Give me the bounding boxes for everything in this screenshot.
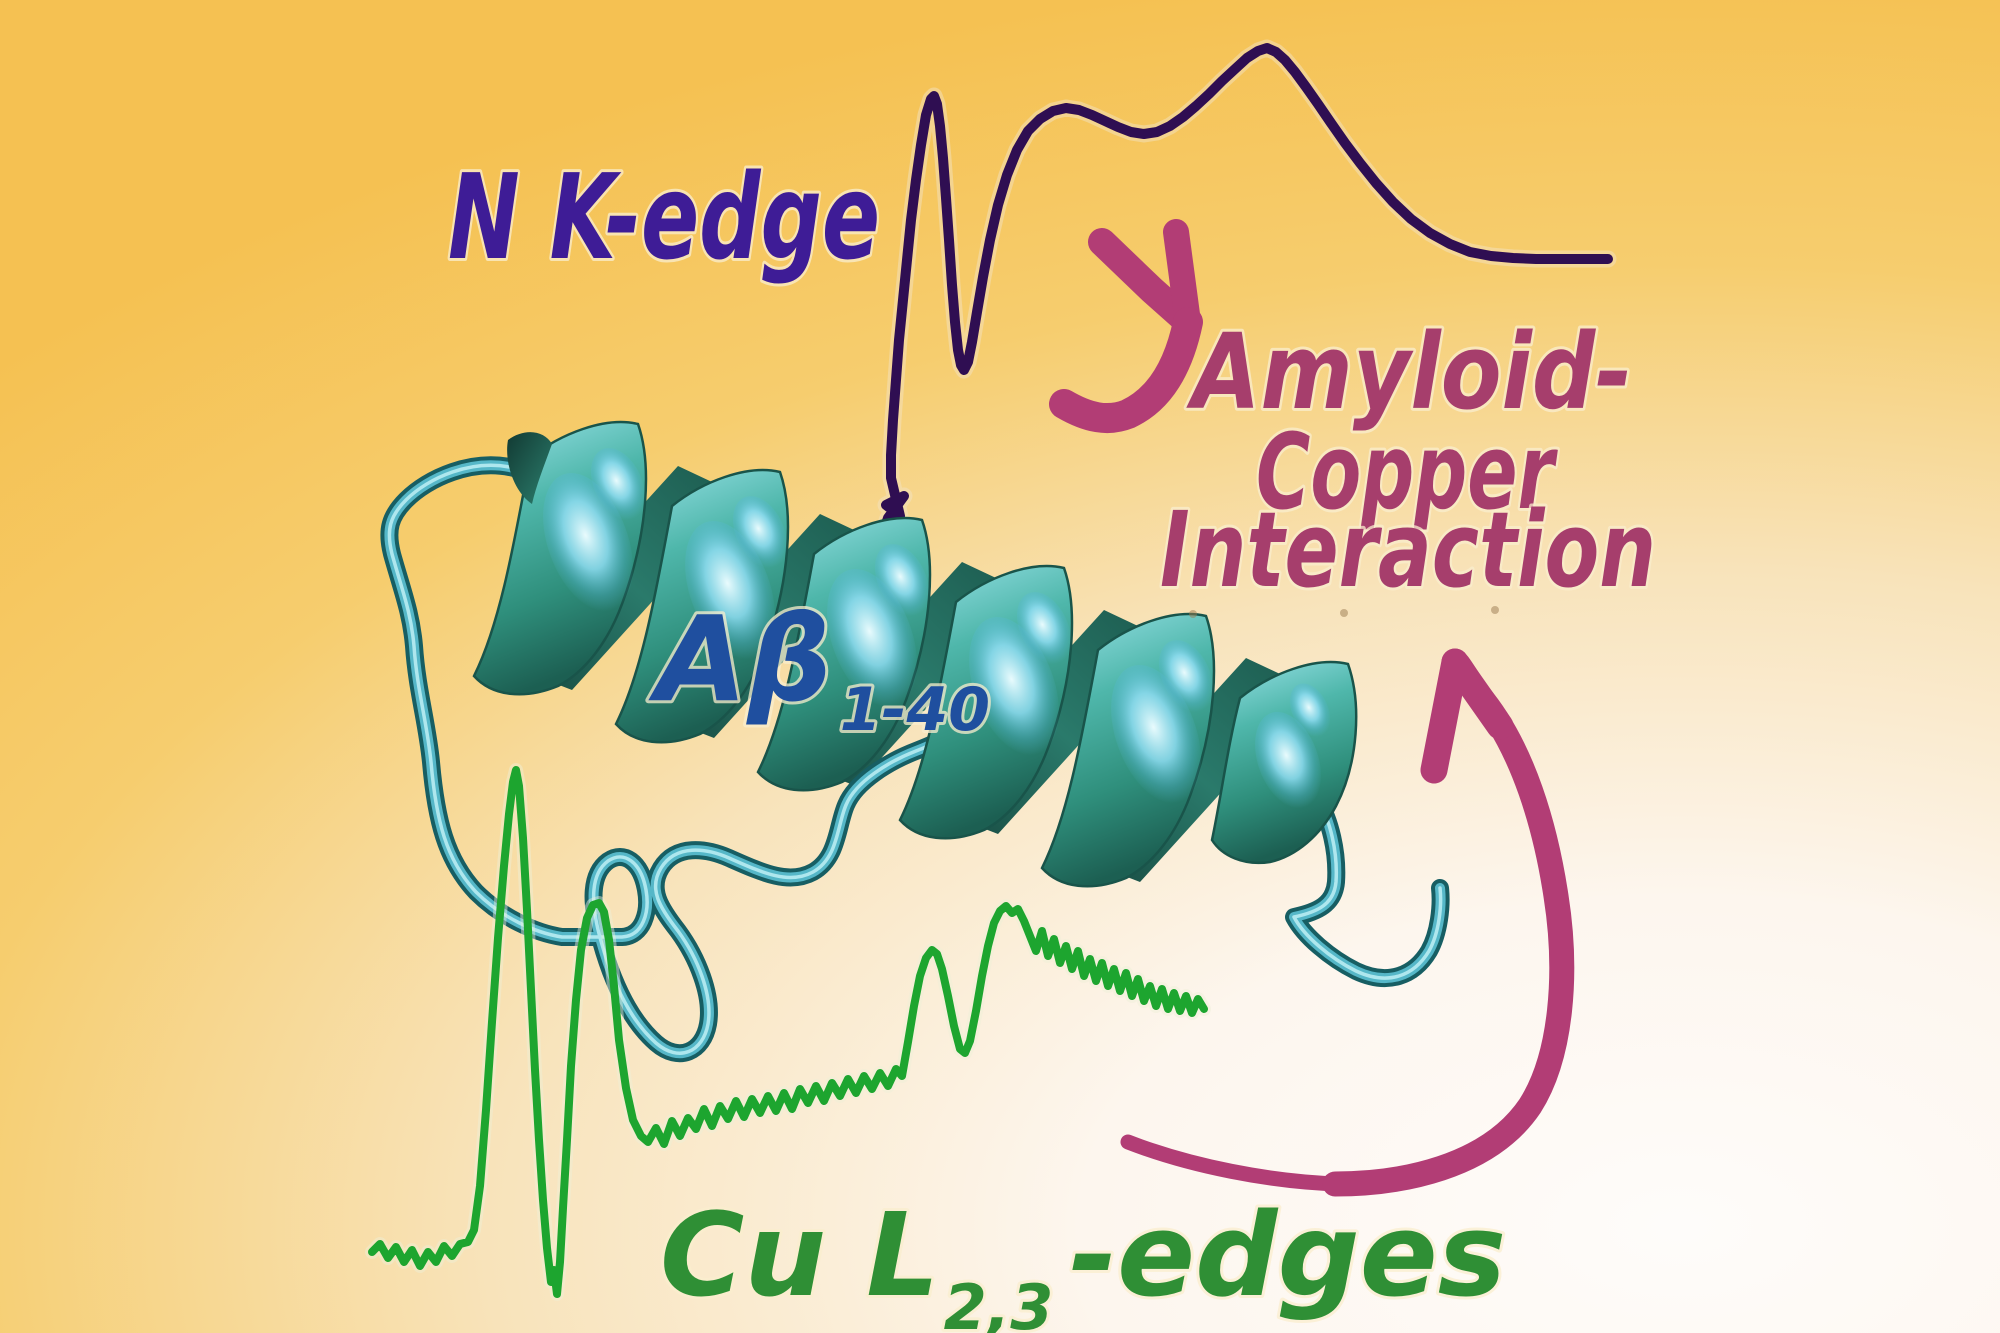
specular-blob [874, 544, 930, 616]
specular-blob [1289, 683, 1331, 737]
small-down-right-arrow [1049, 219, 1203, 434]
cu-l-edges-spectrum-curve [365, 763, 1211, 1301]
amyloid-copper-line1: Amyloid- [1186, 311, 1632, 433]
specular-blob [1255, 711, 1321, 809]
dot-artifact [1189, 610, 1197, 618]
n-k-edge-curve [861, 43, 1613, 595]
specular-blob [1016, 592, 1072, 664]
abeta-main: Aβ [648, 590, 832, 728]
n-k-edge-label: N K-edge [448, 148, 880, 286]
specular-blob [732, 496, 788, 568]
peptide-coil-tube-left [380, 456, 959, 1063]
n-k-edge-spectrum-curve [857, 39, 1617, 599]
big-arrow-shaft [1120, 1134, 1348, 1192]
cu-edges-subscript: 2,3 [944, 1271, 1054, 1333]
amyloid-copper-line2: Copper [1256, 411, 1558, 533]
helix-specular-highlights [543, 448, 1331, 809]
small-arrow-barb [1163, 219, 1201, 335]
specular-blob [590, 448, 646, 520]
cu-edges-main: Cu L [660, 1189, 940, 1323]
dot-artifact [1340, 609, 1348, 617]
tube-highlight [387, 463, 952, 1055]
big-curved-arrow [1120, 648, 1575, 1197]
small-arrow-tail-hook [1049, 307, 1203, 434]
cu-curve [368, 766, 1208, 1298]
amyloid-copper-line3: Interaction [1160, 489, 1656, 611]
abeta-subscript: 1-40 [840, 675, 990, 745]
big-arrow-tip [1441, 648, 1514, 740]
tube-highlight [1292, 798, 1443, 980]
dot-artifacts [1189, 606, 1499, 618]
helix-n-terminus-cap [507, 432, 552, 504]
cu-edges-label: Cu L2,3-edges [660, 1189, 1506, 1333]
specular-blob [1158, 640, 1214, 712]
dot-artifact [1491, 606, 1499, 614]
cu-edges-suffix: -edges [1069, 1189, 1506, 1323]
peptide-coil-tube-right [1285, 791, 1450, 988]
